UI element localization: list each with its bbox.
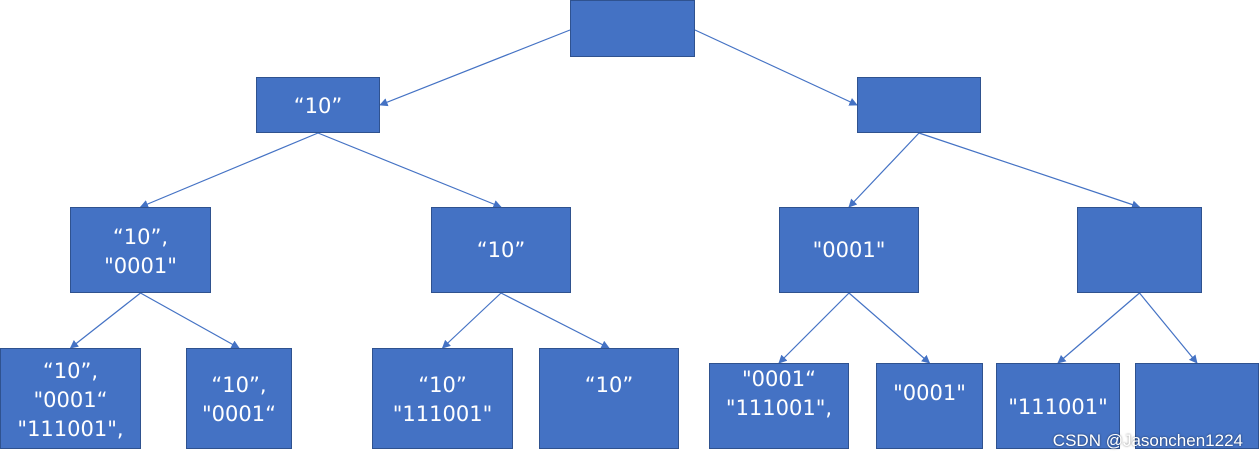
edges-layer: [69, 29, 1198, 364]
node-label-line: "0001": [812, 238, 886, 262]
edge-l1-left-to-l2-b: [317, 132, 502, 209]
node-label-line: "111001": [1008, 395, 1108, 419]
tree-node-l2-a: “10”, "0001": [70, 207, 211, 293]
edge-l2-a-to-l3-a: [69, 292, 141, 349]
edge-l1-right-to-l2-d: [918, 132, 1141, 209]
node-label-line: “10”: [476, 238, 526, 262]
node-label-line: "111001": [392, 402, 493, 426]
node-label-line: “10”: [584, 373, 634, 397]
tree-node-l3-e: "0001“ "111001",: [709, 363, 849, 449]
tree-node-l3-g: "111001": [996, 363, 1120, 449]
edge-root-to-l1-left: [379, 29, 571, 107]
edge-l2-d-to-l3-h: [1139, 292, 1198, 364]
node-label-line: “10”,: [112, 225, 169, 249]
tree-node-l3-a: “10”, "0001“ "111001",: [0, 348, 141, 449]
node-label-line: “10”,: [211, 373, 267, 397]
edge-l2-c-to-l3-e: [778, 292, 850, 364]
watermark: CSDN @Jasonchen1224: [1052, 431, 1243, 450]
node-label-line: "0001": [893, 381, 966, 405]
node-label-line: "0001“: [742, 367, 816, 391]
edge-l1-right-to-l2-c: [848, 132, 920, 208]
edge-l2-b-to-l3-c: [441, 292, 502, 349]
edge-l2-b-to-l3-d: [500, 292, 610, 349]
tree-node-l3-c: “10” "111001": [372, 348, 513, 449]
tree-node-l1-right: [857, 77, 981, 133]
node-label-line: "111001",: [725, 396, 833, 420]
edge-root-to-l1-right: [694, 29, 858, 106]
edge-l2-c-to-l3-f: [848, 292, 931, 364]
edge-l2-d-to-l3-g: [1057, 292, 1140, 364]
edge-l2-a-to-l3-b: [140, 292, 240, 349]
edge-l1-left-to-l2-a: [139, 132, 319, 208]
tree-node-l2-d: [1077, 207, 1202, 293]
node-label-line: “10”: [293, 94, 343, 118]
node-label-line: "0001“: [33, 388, 108, 412]
tree-node-root: [570, 0, 695, 57]
node-label-line: "111001",: [17, 417, 124, 441]
node-label-line: “10”,: [42, 359, 99, 383]
tree-node-l1-left: “10”: [256, 77, 380, 133]
tree-node-l3-f: "0001": [876, 363, 983, 449]
node-label-line: "0001“: [202, 402, 276, 426]
node-label-line: "0001": [104, 254, 177, 278]
tree-node-l2-b: “10”: [431, 207, 571, 293]
node-label-line: “10”: [418, 373, 467, 397]
tree-node-l3-d: “10”: [539, 348, 679, 449]
tree-node-l3-b: “10”, "0001“: [186, 348, 292, 449]
tree-node-l2-c: "0001": [779, 207, 919, 293]
